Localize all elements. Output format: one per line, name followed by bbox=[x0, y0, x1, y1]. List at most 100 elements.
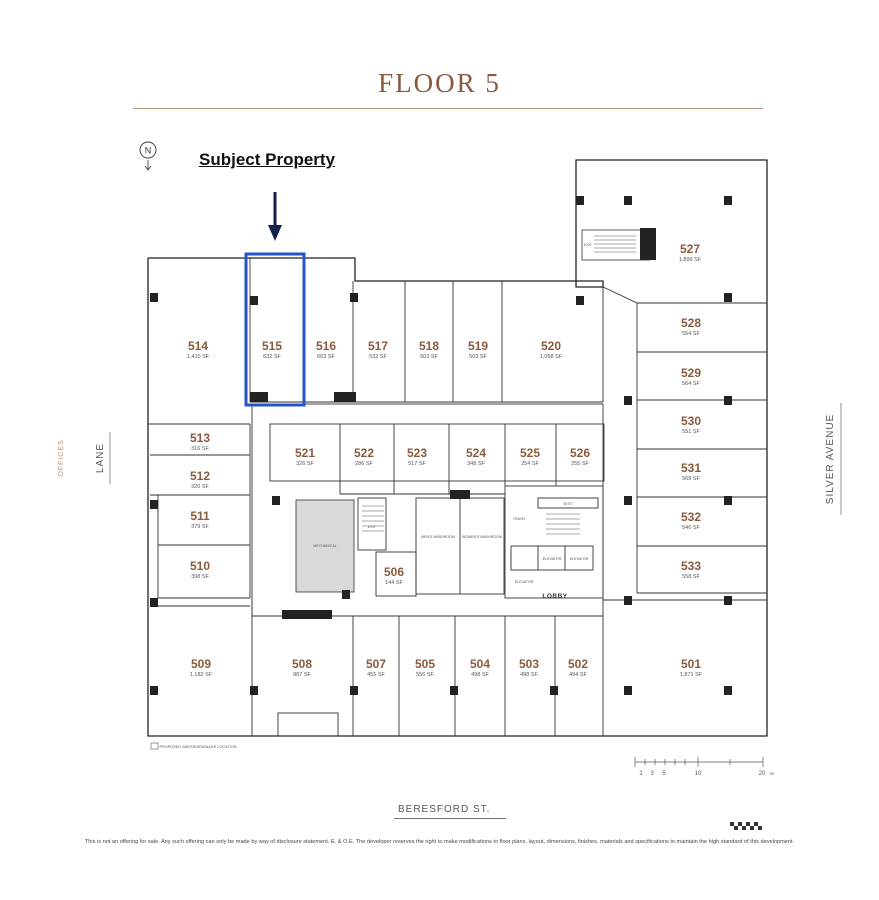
page-title: FLOOR 5 bbox=[378, 68, 501, 98]
unit-area-522: 286 SF bbox=[355, 461, 373, 467]
unit-area-503: 498 SF bbox=[520, 672, 538, 678]
unit-area-511: 379 SF bbox=[191, 524, 209, 530]
stair-core-icon bbox=[546, 513, 580, 535]
unit-area-530: 551 SF bbox=[682, 429, 700, 435]
offices-label: OFFICES bbox=[58, 439, 65, 476]
unit-area-507: 455 SF bbox=[367, 672, 385, 678]
compass-letter: N bbox=[145, 146, 152, 156]
unit-area-512: 320 SF bbox=[191, 484, 209, 490]
unit-number-523: 523 bbox=[407, 446, 427, 460]
unit-area-505: 556 SF bbox=[416, 672, 434, 678]
unit-number-522: 522 bbox=[354, 446, 374, 460]
unit-area-517: 532 SF bbox=[369, 354, 387, 360]
developer-mark-icon bbox=[730, 822, 762, 830]
stair-left-icon bbox=[362, 505, 384, 532]
unit-number-513: 513 bbox=[190, 431, 210, 445]
unit-number-528: 528 bbox=[681, 316, 701, 330]
elevator-label-2: ELEVATOR bbox=[543, 557, 562, 561]
unit-number-503: 503 bbox=[519, 657, 539, 671]
unit-area-525: 254 SF bbox=[521, 461, 539, 467]
unit-area-518: 503 SF bbox=[420, 354, 438, 360]
unit-number-506: 506 bbox=[384, 565, 404, 579]
north-compass-icon: N bbox=[139, 141, 157, 171]
washroom-left-label: MEN'S WASHROOM bbox=[421, 535, 455, 539]
unit-number-530: 530 bbox=[681, 414, 701, 428]
drain-legend-icon bbox=[150, 742, 159, 750]
title-divider bbox=[133, 108, 763, 109]
vestibule-label: VEST. bbox=[563, 502, 573, 506]
stair-top-icon bbox=[581, 229, 651, 261]
unit-number-533: 533 bbox=[681, 559, 701, 573]
unit-number-509: 509 bbox=[191, 657, 211, 671]
unit-number-511: 511 bbox=[190, 509, 210, 523]
unit-area-523: 517 SF bbox=[408, 461, 426, 467]
drain-legend-label: PROPOSED WATER/DRAINAGE LOCATION bbox=[160, 745, 237, 749]
unit-area-531: 569 SF bbox=[682, 476, 700, 482]
unit-number-527: 527 bbox=[680, 242, 700, 256]
unit-number-507: 507 bbox=[366, 657, 386, 671]
trash-label: TRASH bbox=[513, 517, 526, 521]
mechanical-room bbox=[295, 499, 355, 593]
unit-area-506: 144 SF bbox=[385, 580, 403, 586]
scale-bar bbox=[634, 757, 764, 767]
unit-area-514: 1,410 SF bbox=[187, 354, 210, 360]
unit-area-504: 498 SF bbox=[471, 672, 489, 678]
unit-area-515: 632 SF bbox=[263, 354, 281, 360]
unit-number-515: 515 bbox=[262, 339, 282, 353]
unit-number-502: 502 bbox=[568, 657, 588, 671]
unit-number-521: 521 bbox=[295, 446, 315, 460]
unit-area-510: 398 SF bbox=[191, 574, 209, 580]
unit-area-520: 1,058 SF bbox=[540, 354, 563, 360]
unit-number-514: 514 bbox=[188, 339, 208, 353]
structural-columns bbox=[150, 196, 732, 695]
stair-top-label: EXIT bbox=[584, 243, 593, 247]
unit-number-525: 525 bbox=[520, 446, 540, 460]
subject-highlight bbox=[244, 252, 306, 407]
unit-number-504: 504 bbox=[470, 657, 490, 671]
unit-number-520: 520 bbox=[541, 339, 561, 353]
street-underline bbox=[394, 818, 506, 819]
unit-number-505: 505 bbox=[415, 657, 435, 671]
unit-area-524: 348 SF bbox=[467, 461, 485, 467]
unit-number-518: 518 bbox=[419, 339, 439, 353]
unit-area-501: 1,871 SF bbox=[680, 672, 703, 678]
unit-number-524: 524 bbox=[466, 446, 486, 460]
lobby-label: LOBBY bbox=[542, 593, 567, 600]
mechanical-label: MECHANICAL bbox=[313, 544, 337, 548]
unit-number-517: 517 bbox=[368, 339, 388, 353]
unit-area-513: 316 SF bbox=[191, 446, 209, 452]
unit-area-533: 558 SF bbox=[682, 574, 700, 580]
unit-area-532: 546 SF bbox=[682, 525, 700, 531]
street-beresford: BERESFORD ST. bbox=[398, 804, 491, 815]
unit-area-502: 494 SF bbox=[569, 672, 587, 678]
unit-area-508: 887 SF bbox=[293, 672, 311, 678]
unit-number-510: 510 bbox=[190, 559, 210, 573]
unit-number-519: 519 bbox=[468, 339, 488, 353]
unit-number-526: 526 bbox=[570, 446, 590, 460]
unit-area-519: 503 SF bbox=[469, 354, 487, 360]
unit-number-512: 512 bbox=[190, 469, 210, 483]
unit-area-526: 255 SF bbox=[571, 461, 589, 467]
unit-area-529: 564 SF bbox=[682, 381, 700, 387]
unit-number-529: 529 bbox=[681, 366, 701, 380]
street-silver-avenue: SILVER AVENUE bbox=[825, 414, 836, 504]
scale-label-20: 20 bbox=[759, 771, 766, 777]
scale-label-5: 5 bbox=[662, 771, 666, 777]
scale-label-1: 1 bbox=[639, 771, 643, 777]
subject-property-label: Subject Property bbox=[199, 150, 336, 169]
disclaimer-text: This is not an offering for sale. Any su… bbox=[84, 839, 795, 845]
unit-area-528: 554 SF bbox=[682, 331, 700, 337]
unit-area-521: 326 SF bbox=[296, 461, 314, 467]
unit-area-527: 1,899 SF bbox=[679, 257, 702, 263]
unit-number-501: 501 bbox=[681, 657, 701, 671]
down-arrow-icon bbox=[268, 192, 282, 241]
scale-unit: SF bbox=[769, 771, 775, 776]
unit-area-509: 1,182 SF bbox=[190, 672, 213, 678]
scale-label-10: 10 bbox=[695, 771, 702, 777]
elevator-label: ELEVATOR bbox=[515, 580, 534, 584]
elevator-label-3: ELEVATOR bbox=[570, 557, 589, 561]
scale-label-3: 3 bbox=[650, 771, 654, 777]
street-lane: LANE bbox=[95, 443, 106, 473]
